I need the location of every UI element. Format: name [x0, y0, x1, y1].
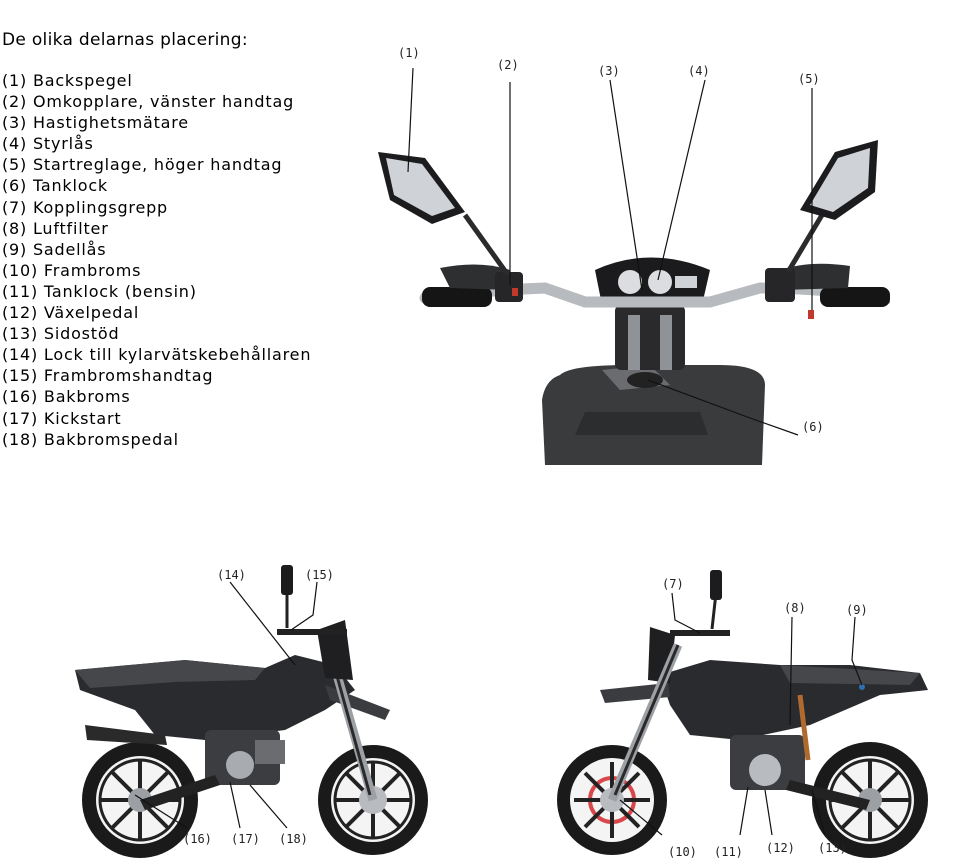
callout-13: (13)	[818, 841, 847, 855]
leader-line	[789, 616, 793, 726]
callout-11: (11)	[714, 845, 743, 859]
list-item: (15) Frambromshandtag	[2, 366, 214, 386]
list-item: (3) Hastighetsmätare	[2, 113, 189, 133]
callout-6: (6)	[802, 420, 824, 434]
list-item: (1) Backspegel	[2, 71, 133, 90]
list-item: (8) Luftfilter	[2, 218, 109, 238]
leader-line	[851, 616, 863, 686]
callout-1: (1)	[398, 46, 420, 60]
callout-15: (15)	[305, 568, 334, 582]
list-item: (6) Tanklock	[2, 176, 108, 196]
list-item: (4) Styrlås	[2, 134, 94, 154]
leader-line	[229, 781, 241, 829]
leader-line	[811, 789, 826, 836]
bike-left-side-illustration	[557, 570, 928, 858]
callout-14: (14)	[217, 568, 246, 582]
leader-line	[229, 581, 296, 666]
leader-line	[249, 784, 288, 829]
list-item: (18) Bakbromspedal	[2, 429, 179, 449]
leader-line	[134, 794, 188, 829]
callout-18: (18)	[279, 832, 308, 846]
leader-line	[739, 786, 749, 836]
list-item: (13) Sidostöd	[2, 324, 120, 344]
callout-12: (12)	[766, 841, 795, 855]
list-item: (16) Bakbroms	[2, 387, 131, 407]
callout-10: (10)	[668, 845, 697, 859]
bike-left-side-photo: (7) (8) (9) (10) (11) (12) (13)	[550, 565, 950, 865]
callout-8: (8)	[784, 601, 806, 615]
leader-line	[609, 79, 643, 291]
leader-line	[657, 79, 706, 281]
list-item: (12) Växelpedal	[2, 303, 140, 323]
page-heading: De olika delarnas placering:	[2, 30, 248, 50]
leader-line	[764, 789, 773, 836]
leader-line	[619, 799, 663, 836]
list-item: (10) Frambroms	[2, 260, 142, 280]
callout-4: (4)	[688, 64, 710, 78]
list-item: (5) Startreglage, höger handtag	[2, 155, 283, 175]
leader-line	[647, 379, 799, 436]
bike-right-side-illustration	[75, 565, 428, 858]
callout-3: (3)	[598, 64, 620, 78]
bike-right-side-photo: (14) (15) (16) (17) (18)	[55, 560, 450, 865]
list-item: (14) Lock till kylarvätskebehållaren	[2, 345, 312, 365]
callout-9: (9)	[846, 603, 868, 617]
callout-2: (2)	[497, 58, 519, 72]
parts-list: (1) Backspegel (2) Omkopplare, vänster h…	[2, 70, 311, 450]
callout-5: (5)	[798, 72, 820, 86]
handlebar-illustration	[378, 67, 890, 465]
callout-17: (17)	[231, 832, 260, 846]
callout-16: (16)	[183, 832, 212, 846]
callout-7: (7)	[662, 577, 684, 591]
list-item: (2) Omkopplare, vänster handtag	[2, 92, 295, 112]
leader-line	[407, 67, 414, 173]
handlebar-photo: (1) (2) (3) (4) (5) (6)	[370, 40, 890, 465]
list-item: (11) Tanklock (bensin)	[2, 281, 197, 301]
leader-line	[671, 592, 701, 634]
list-item: (17) Kickstart	[2, 408, 122, 428]
list-item: (9) Sadellås	[2, 239, 107, 259]
leader-line	[290, 581, 318, 631]
list-item: (7) Kopplingsgrepp	[2, 197, 169, 217]
